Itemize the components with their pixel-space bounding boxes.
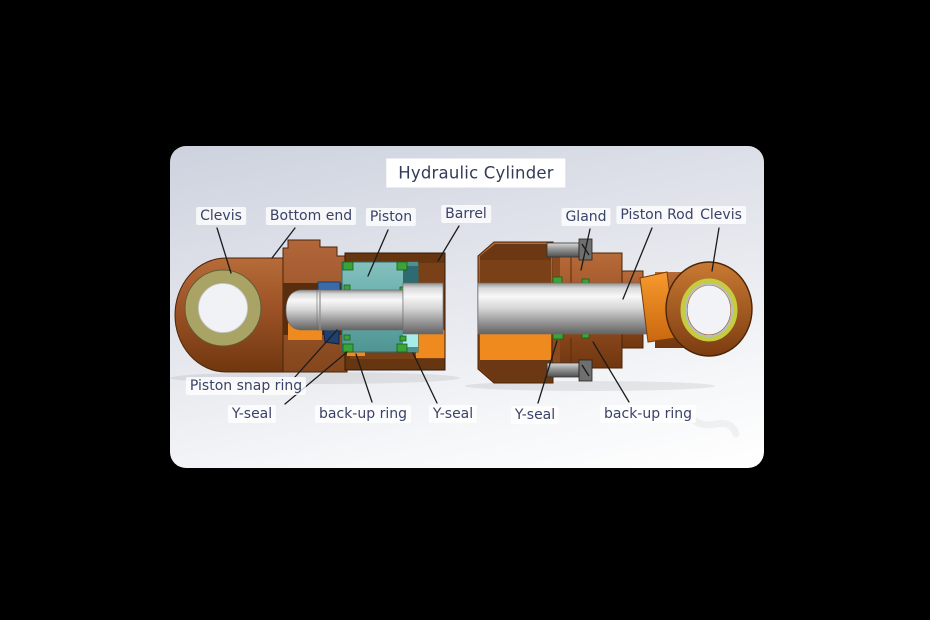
leader-clevis-right — [711, 227, 720, 272]
leader-piston-rod — [622, 227, 653, 300]
right-clevis-yellow-ring — [680, 278, 738, 342]
diagram-card: Hydraulic Cylinder Clevis Bottom end Pis… — [170, 146, 764, 468]
leader-bottom-end — [271, 227, 296, 259]
right-assembly — [477, 238, 753, 384]
leader-y-seal-left-1 — [284, 351, 348, 405]
right-barrel-orange — [480, 332, 551, 360]
leader-back-up-ring-left — [355, 353, 373, 403]
right-barrel-outline — [477, 241, 554, 384]
piston-rod-right — [477, 282, 651, 335]
gland-bolt-bottom — [546, 359, 593, 382]
label-clevis-right: Clevis — [696, 206, 746, 224]
piston-notch — [403, 266, 418, 284]
leader-back-up-ring-right — [592, 341, 630, 403]
left-assembly — [174, 239, 446, 373]
label-piston: Piston — [365, 208, 417, 226]
leader-lines — [216, 225, 720, 405]
label-y-seal-left-2: Y-seal — [428, 405, 478, 423]
piston-rod-left — [285, 282, 444, 335]
barrel-oil-pocket-right — [416, 330, 445, 358]
leader-gland — [580, 228, 591, 271]
label-barrel: Barrel — [441, 205, 491, 223]
leader-y-seal-right — [537, 340, 558, 404]
label-back-up-ring-right: back-up ring — [600, 405, 696, 423]
leader-clevis-left — [216, 227, 232, 274]
leader-y-seal-left-2 — [412, 352, 438, 404]
label-y-seal-right: Y-seal — [510, 406, 560, 424]
hydraulic-cylinder-illustration — [170, 225, 753, 438]
label-piston-snap-ring: Piston snap ring — [185, 377, 307, 395]
right-clevis-gray-ring — [685, 283, 733, 337]
label-piston-rod: Piston Rod — [616, 206, 698, 224]
leader-barrel — [437, 225, 460, 262]
label-back-up-ring-left: back-up ring — [315, 405, 411, 423]
right-barrel-top-band — [480, 244, 551, 260]
leader-piston — [367, 229, 389, 277]
label-y-seal-left-1: Y-seal — [227, 405, 277, 423]
label-bottom-end: Bottom end — [265, 207, 357, 225]
leader-piston-snap-ring — [294, 329, 338, 378]
left-clevis-hole — [198, 283, 248, 333]
label-clevis-left: Clevis — [196, 207, 246, 225]
right-clevis-hole — [687, 285, 731, 335]
diagram-title: Hydraulic Cylinder — [386, 158, 566, 188]
label-gland: Gland — [561, 208, 611, 226]
right-barrel-bottom-band — [480, 360, 551, 381]
